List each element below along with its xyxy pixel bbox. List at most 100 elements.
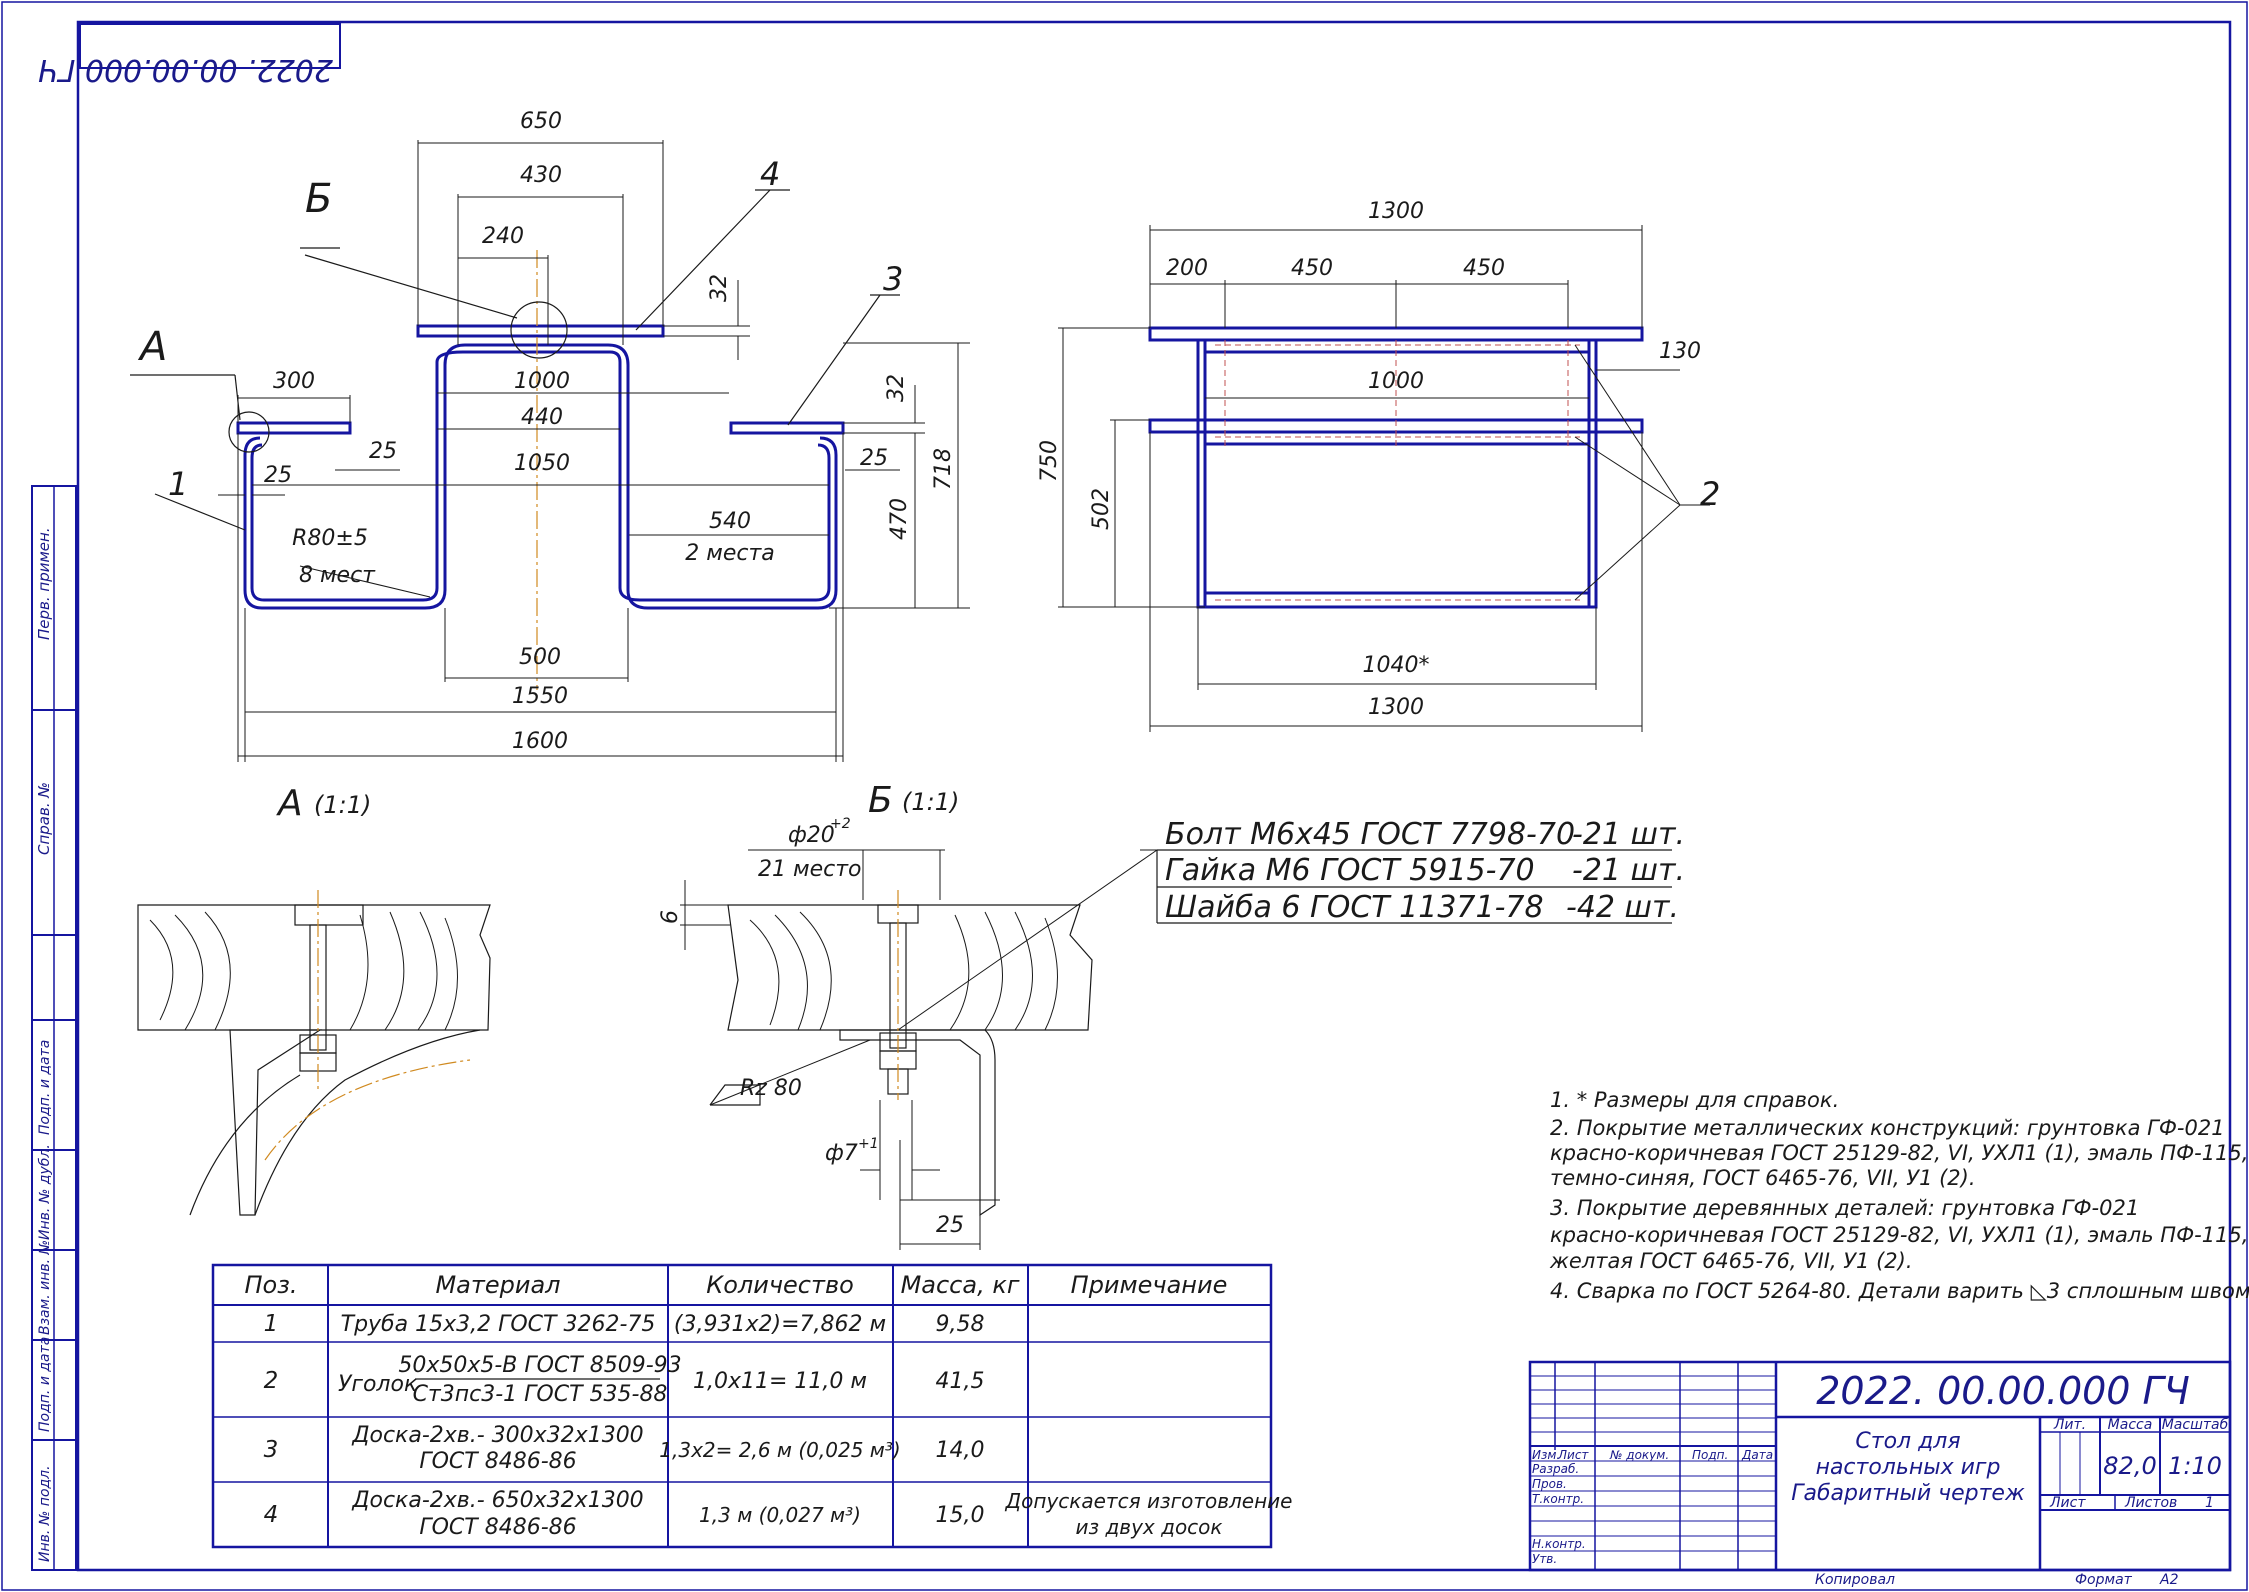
fasteners-list: Болт М6х45 ГОСТ 7798-70 -21 шт. Гайка М6… [1156,817,1685,925]
detail-b-circle [510,301,568,359]
side-dim-450-a: 450 [1291,256,1333,281]
dim-1050: 1050 [514,451,570,476]
tb-razrab: Разраб. [1532,1462,1579,1476]
corner-stamp-text: 2022. 00.00.000 ГЧ [38,52,333,87]
tb-mass-value: 82,0 [2103,1452,2156,1480]
side-dim-450-b: 450 [1463,256,1505,281]
bom-header-mass: Масса, кг [901,1271,1020,1299]
side-view: 1300 200 450 450 130 1000 750 502 1040* … [1037,199,1720,732]
note-line-5: 3. Покрытие деревянных деталей: грунтовк… [1550,1196,2139,1220]
detail-b-d6: 6 [658,910,683,924]
corner-stamp: 2022. 00.00.000 ГЧ [38,23,341,87]
bom-header-material: Материал [435,1271,560,1299]
dim-32-top: 32 [707,274,732,302]
tb-list: Лист [2049,1495,2086,1511]
label-pos3: 3 [883,260,903,298]
bom-row3-pos: 3 [264,1437,279,1463]
strip-perv: Перв. примен. [35,527,53,640]
dim-25-c: 25 [860,446,888,471]
dim-r80-count: 8 мест [299,563,376,588]
side-angle-1 [1203,338,1591,354]
fastener-1-name: Болт М6х45 ГОСТ 7798-70 [1165,817,1575,852]
tb-utv: Утв. [1532,1552,1557,1566]
dim-718: 718 [931,448,956,490]
bom-row2-material-prefix: Уголок [338,1372,418,1397]
tb-prov: Пров. [1532,1477,1567,1491]
dim-2-mesta: 2 места [685,541,775,566]
dim-32-side: 32 [884,374,909,402]
bom-row3-qty: 1,3х2= 2,6 м (0,025 м³) [659,1438,900,1462]
tb-format: Формат [2075,1572,2133,1588]
dim-440: 440 [521,405,563,430]
bom-row1-mass: 9,58 [936,1312,985,1337]
detail-b-d25: 25 [936,1213,964,1238]
fastener-3-qty: -42 шт. [1566,890,1679,925]
bom-row1-pos: 1 [264,1311,279,1337]
tb-kopiroval: Копировал [1815,1572,1895,1588]
side-dim-1300-bot: 1300 [1368,695,1424,720]
side-dim-200: 200 [1166,256,1208,281]
tb-nkontr: Н.контр. [1532,1537,1586,1551]
left-board [236,421,352,435]
bom-row2-pos: 2 [264,1368,279,1394]
dim-650: 650 [520,109,562,134]
bom-row3-mass: 14,0 [936,1438,985,1463]
side-label-pos2: 2 [1700,475,1720,513]
main-view: Б А 1 4 3 [130,109,970,762]
side-dim-750: 750 [1037,440,1062,482]
tb-date: Дата [1741,1448,1773,1462]
detail-b-title: Б [868,780,893,821]
title-block: Изм. Лист № докум. Подп. Дата Разраб. Пр… [1528,1360,2232,1588]
bom-row4-material: Доска-2хв.- 650х32х1300 [351,1488,643,1513]
bom-row4-pos: 4 [264,1502,279,1528]
detail-a-title: А [276,783,303,824]
right-board [729,421,845,435]
label-b: Б [305,176,332,222]
tb-lit: Лит. [2053,1417,2086,1433]
tb-scale-value: 1:10 [2168,1452,2222,1480]
tb-massa: Масса [2108,1417,2153,1433]
inner-frame [76,20,2232,1572]
detail-b-rz: Rz 80 [740,1076,802,1101]
tb-listov-value: 1 [2205,1495,2214,1511]
dim-500: 500 [519,645,561,670]
side-dim-130: 130 [1659,339,1701,364]
note-line-7: желтая ГОСТ 6465-76, VII, У1 (2). [1549,1249,1913,1273]
label-a: А [137,324,167,370]
tb-listov: Листов [2124,1495,2177,1511]
dim-r80: R80±5 [292,526,368,551]
tb-masshtab: Масштаб [2162,1417,2229,1433]
detail-b-d7-tol: +1 [858,1136,879,1152]
note-line-4: темно-синяя, ГОСТ 6465-76, VII, У1 (2). [1550,1166,1976,1190]
side-leg-left [1196,338,1207,609]
bom-row4-note: Допускается изготовление [1005,1489,1293,1513]
bom-row1-qty: (3,931х2)=7,862 м [674,1312,886,1337]
label-pos1: 1 [168,465,188,503]
bom-row3-material: Доска-2хв.- 300х32х1300 [351,1423,643,1448]
detail-a: А (1:1) [137,783,491,1216]
detail-b-hole-tol: +2 [830,816,851,832]
dim-240: 240 [482,224,524,249]
technical-notes: 1. * Размеры для справок. 2. Покрытие ме… [1549,1088,2249,1303]
dim-25-b: 25 [369,439,397,464]
detail-b: Б (1:1) ф20 +2 21 место 6 Rz 80 ф7 +1 25 [658,780,1158,1250]
bom-row2-qty: 1,0х11= 11,0 м [693,1369,867,1394]
detail-b-hole-count: 21 место [758,857,862,882]
bom-row4-mass: 15,0 [936,1503,985,1528]
side-angle-2 [1203,430,1591,446]
note-line-3: красно-коричневая ГОСТ 25129-82, VI, УХЛ… [1550,1141,2249,1165]
note-line-6: красно-коричневая ГОСТ 25129-82, VI, УХЛ… [1550,1223,2249,1247]
note-line-1: 1. * Размеры для справок. [1550,1088,1839,1112]
dim-540: 540 [709,509,751,534]
bom-table: Поз. Материал Количество Масса, кг Приме… [211,1263,1293,1549]
bom-header-note: Примечание [1071,1271,1228,1299]
tb-list-col: Лист [1557,1448,1589,1462]
fastener-2-qty: -21 шт. [1572,853,1685,888]
detail-b-hole: ф20 [788,823,835,848]
tb-name-3: Габаритный чертеж [1791,1481,2025,1506]
bom-row2-mass: 41,5 [936,1369,985,1394]
fastener-2-name: Гайка М6 ГОСТ 5915-70 [1165,853,1535,888]
dim-1550: 1550 [512,684,568,709]
